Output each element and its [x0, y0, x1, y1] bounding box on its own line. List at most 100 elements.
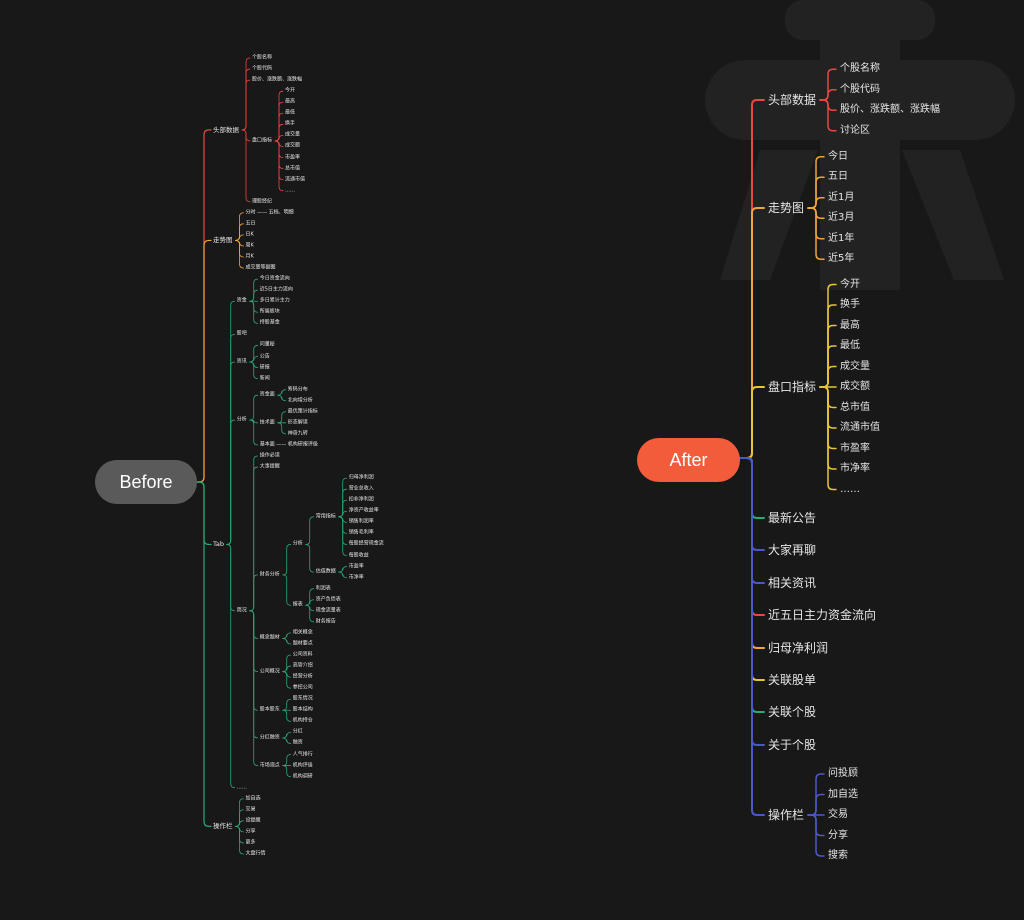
before-node-d3: 最高 [285, 98, 296, 105]
before-node-d3: 分红融资 [259, 734, 280, 741]
after-link [819, 386, 837, 491]
before-node-d6: 市盈率 [348, 563, 364, 570]
before-link [282, 698, 292, 711]
before-node-d4: 北向增分析 [287, 397, 313, 404]
before-node-d2: 理股经纪 [252, 198, 273, 205]
after-node-2: 盘口指标 [768, 380, 817, 394]
after-leaf: 今开 [840, 278, 860, 290]
before-link [282, 709, 292, 722]
before-link [282, 731, 292, 739]
before-node-d5: 利润表 [315, 585, 331, 592]
before-node-d4: 机构持仓 [292, 717, 313, 724]
after-node-8: 关联股单 [768, 673, 817, 687]
before-link [249, 394, 259, 421]
before-link [338, 566, 348, 573]
after-leaf: 个股代码 [840, 83, 880, 95]
before-node-d2: 加自选 [245, 795, 261, 802]
after-leaf: 总市值 [840, 401, 870, 413]
before-link [249, 419, 259, 446]
before-node-d4: 公司资料 [292, 651, 313, 658]
after-node-1: 走势图 [768, 201, 805, 215]
before-node-d3: 财务分析 [259, 571, 280, 578]
before-node-d6: 归母净利润 [348, 474, 374, 481]
before-node-d4: 相关概念 [292, 629, 313, 636]
before-node-d3: 总市值 [285, 165, 301, 172]
before-node-d3: 市盈率 [285, 154, 301, 160]
after-leaf: …… [840, 483, 860, 495]
before-link [338, 510, 348, 518]
before-node-d2: 周K [245, 242, 254, 249]
before-link [235, 825, 244, 855]
before-node-d4: 分析 [292, 540, 303, 547]
after-node-10: 关于个股 [768, 738, 817, 752]
after-node-9: 关联个股 [768, 705, 817, 719]
before-link [249, 356, 259, 363]
before-node-d3: 资金面 [259, 391, 275, 398]
before-node-d4: 融资 [292, 739, 303, 746]
before-node-d2: 资讯 [236, 358, 247, 365]
before-node-d4: 高管介绍 [292, 662, 313, 669]
after-leaf: 股价、涨跌额、涨跌幅 [840, 104, 940, 116]
watermark-logo-icon [705, 0, 1015, 290]
before-node-d3: 概念题材 [259, 634, 280, 641]
before-node-d2: 分析 [236, 416, 247, 423]
after-root-node: After [637, 438, 740, 482]
before-node-d3: 大事提醒 [259, 463, 280, 470]
before-node-d2: 资金 [236, 297, 247, 304]
before-node-d4: 报表 [292, 601, 303, 608]
before-node-d3: 持股基金 [259, 319, 280, 326]
after-leaf: 五日 [828, 171, 848, 183]
after-leaf: 最高 [840, 319, 860, 331]
before-link [235, 234, 244, 241]
before-node-d3: 近5日主力流向 [259, 286, 293, 293]
after-node-0: 头部数据 [768, 93, 817, 107]
before-node-d3: 市场观点 [259, 762, 280, 769]
before-node-d6: 净资产收益率 [348, 507, 379, 514]
before-node-d2: 日K [245, 231, 254, 238]
after-leaf: 市盈率 [840, 442, 870, 454]
after-leaf: 近5年 [828, 253, 855, 265]
after-link [807, 793, 825, 816]
before-node-d2: 分享 [245, 828, 256, 835]
before-link [282, 754, 292, 766]
after-node-7: 归母净利润 [768, 641, 829, 655]
before-node-d5: 现金流量表 [315, 607, 341, 614]
before-node-d2: 个股名称 [252, 54, 273, 61]
before-node-d6: 销售毛利率 [348, 529, 374, 536]
after-leaf: 个股名称 [840, 63, 880, 75]
before-node-d6: 每股收益 [348, 552, 369, 558]
before-node-d3: 公告 [259, 353, 270, 359]
after-leaf: 问投顾 [828, 768, 858, 779]
after-leaf: 今日 [828, 150, 848, 162]
before-link [282, 737, 292, 744]
before-link [277, 411, 287, 424]
before-link [274, 140, 284, 192]
before-node-d3: 今开 [285, 87, 296, 94]
before-node-d1: 走势图 [213, 236, 233, 245]
after-leaf: 市净率 [840, 463, 870, 474]
after-leaf: 最低 [840, 340, 860, 351]
after-leaf: 换手 [840, 299, 860, 310]
before-node-d5: 资产负债表 [315, 596, 341, 603]
before-node-d1: 头部数据 [213, 125, 239, 134]
after-leaf: 成交额 [840, 381, 870, 392]
before-node-d4: 股本结构 [292, 706, 313, 713]
before-node-d4: 参控公司 [292, 684, 313, 691]
before-node-d2: 设提醒 [245, 817, 261, 824]
before-link [338, 516, 348, 556]
before-link [235, 240, 244, 269]
before-node-d3: …… [285, 187, 295, 194]
before-link [196, 481, 212, 827]
after-node-5: 相关资讯 [768, 576, 817, 590]
after-node-4: 大家再聊 [768, 543, 817, 557]
after-leaf: 近1年 [828, 232, 855, 244]
before-link [226, 419, 236, 545]
before-link [249, 574, 259, 612]
before-node-d4: 机构评级 [292, 762, 313, 769]
before-node-d2: 成交量等副图 [245, 264, 276, 271]
before-node-d2: 五日 [245, 220, 256, 227]
before-node-d5: 常用指标 [315, 513, 336, 520]
before-node-d1: Tab [213, 540, 225, 549]
before-node-d2: 分时 —— 五档、明细 [245, 209, 294, 216]
